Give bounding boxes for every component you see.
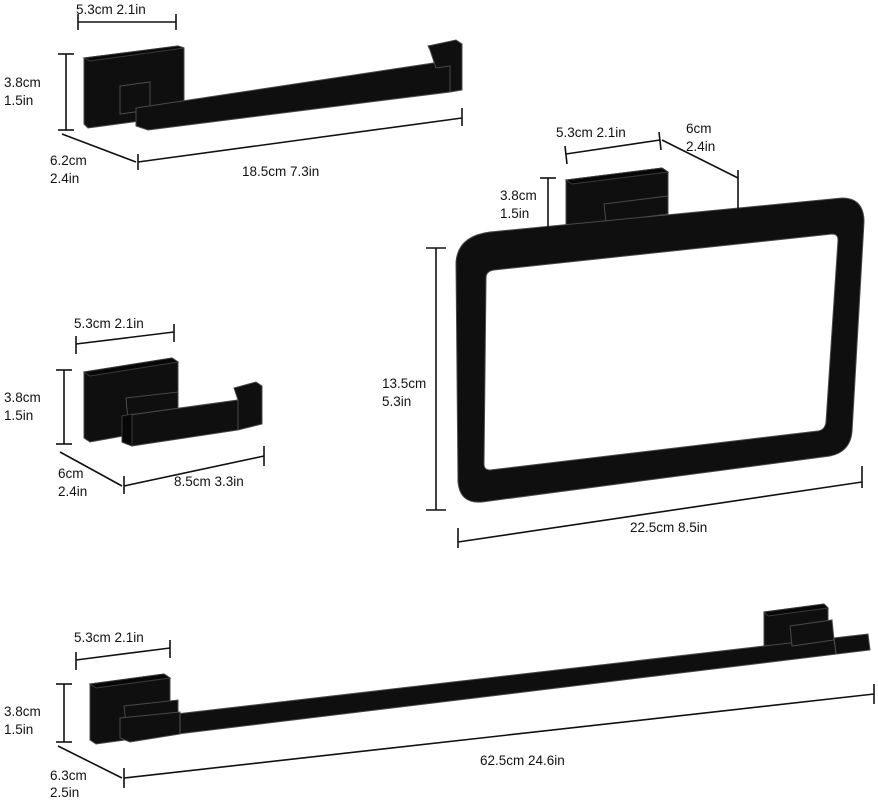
towel-ring-base-width-label: 5.3cm 2.1in: [556, 125, 626, 140]
towel-ring-depth-cm-label: 6cm: [686, 121, 712, 136]
towel-holder: 5.3cm 2.1in 3.8cm 1.5in 6.2cm 2.4in 18.5…: [4, 2, 463, 186]
robe-hook-length-label: 8.5cm 3.3in: [174, 474, 244, 489]
towel-bar-height-in-label: 1.5in: [4, 722, 33, 737]
towel-holder-depth-in-label: 2.4in: [50, 171, 79, 186]
towel-holder-base-width-label: 5.3cm 2.1in: [76, 2, 146, 17]
robe-hook-base-width-label: 5.3cm 2.1in: [74, 316, 144, 331]
robe-hook: 5.3cm 2.1in 3.8cm 1.5in 6cm 2.4in 8.5cm …: [4, 316, 265, 499]
towel-ring-dimension-lines: [426, 131, 863, 548]
robe-hook-depth-in-label: 2.4in: [58, 484, 87, 499]
towel-holder-depth-cm-label: 6.2cm: [50, 153, 87, 168]
towel-bar-height-cm-label: 3.8cm: [4, 704, 41, 719]
towel-holder-height-in-label: 1.5in: [4, 93, 33, 108]
towel-bar-depth-in-label: 2.5in: [50, 785, 79, 800]
towel-ring-height-in-label: 5.3in: [382, 394, 411, 409]
towel-bar-base-width-label: 5.3cm 2.1in: [74, 630, 144, 645]
towel-ring-drawing: [455, 167, 865, 503]
towel-bar-length-label: 62.5cm 24.6in: [480, 753, 565, 768]
towel-ring-height-cm-label: 13.5cm: [382, 376, 426, 391]
towel-bar: 5.3cm 2.1in 3.8cm 1.5in 6.3cm 2.5in 62.5…: [4, 603, 875, 800]
robe-hook-height-cm-label: 3.8cm: [4, 390, 41, 405]
towel-ring-base-height-in-label: 1.5in: [500, 206, 529, 221]
towel-holder-dimension-lines: [58, 14, 463, 170]
towel-ring-base-height-cm-label: 3.8cm: [500, 188, 537, 203]
towel-ring-width-label: 22.5cm 8.5in: [630, 520, 707, 535]
robe-hook-drawing: [82, 357, 263, 447]
towel-holder-length-label: 18.5cm 7.3in: [242, 164, 319, 179]
robe-hook-depth-cm-label: 6cm: [58, 466, 84, 481]
robe-hook-dimension-lines: [56, 324, 265, 494]
towel-bar-drawing: [88, 603, 871, 745]
towel-bar-depth-cm-label: 6.3cm: [50, 768, 87, 783]
towel-bar-dimension-lines: [56, 640, 875, 788]
robe-hook-height-in-label: 1.5in: [4, 408, 33, 423]
towel-holder-drawing: [82, 39, 463, 131]
towel-holder-height-cm-label: 3.8cm: [4, 75, 41, 90]
towel-ring-depth-in-label: 2.4in: [686, 139, 715, 154]
towel-ring: 5.3cm 2.1in 6cm 2.4in 3.8cm 1.5in 13.5cm…: [382, 121, 865, 548]
